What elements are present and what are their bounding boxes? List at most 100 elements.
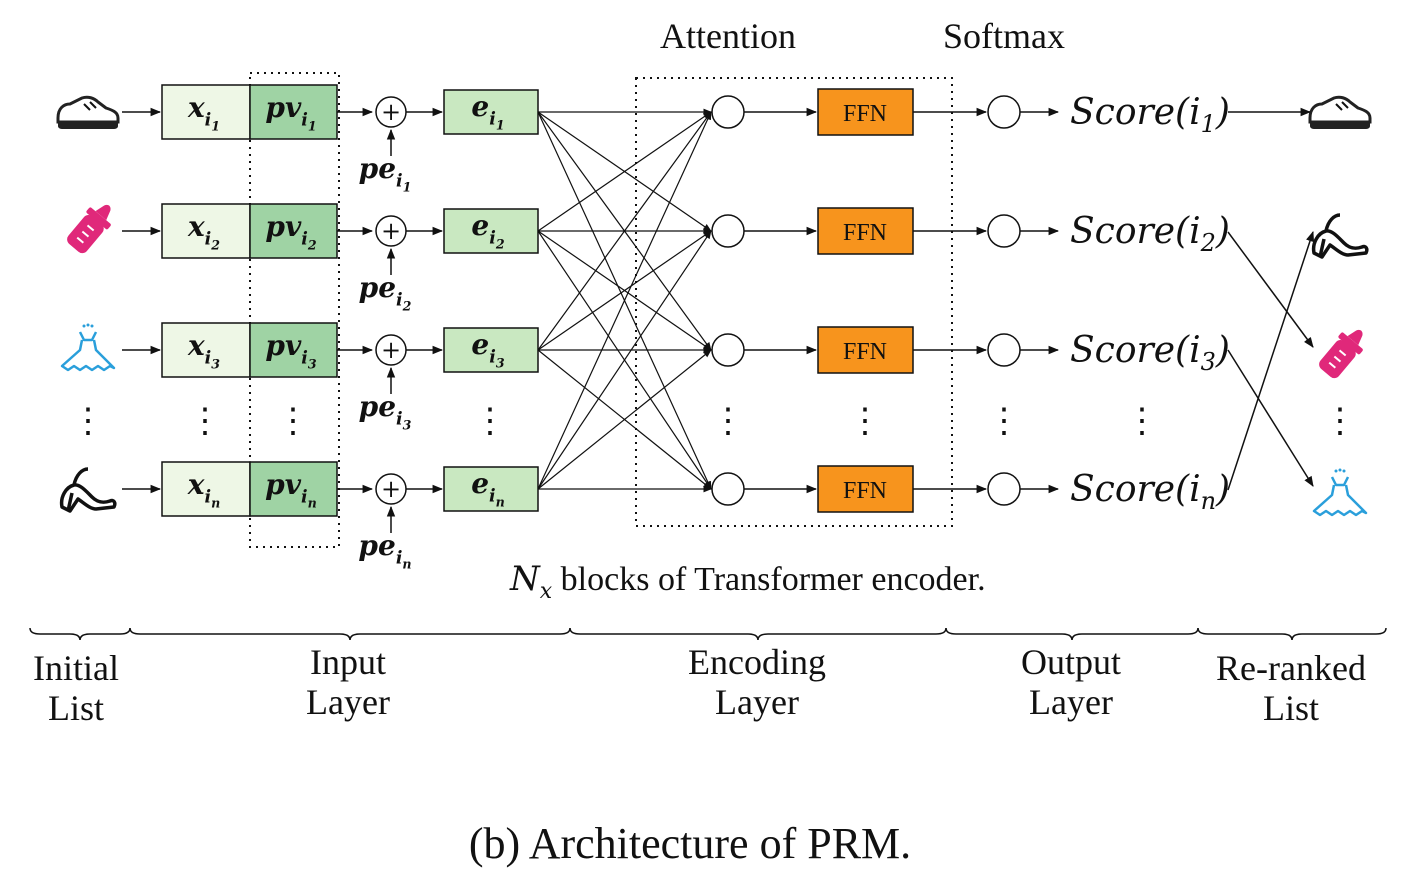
pe-label-base: pe <box>359 271 396 304</box>
pe-label-index: n <box>402 556 411 571</box>
pv-label-base: pv <box>265 329 302 362</box>
pv-box <box>249 322 338 378</box>
pv-label-index: 1 <box>308 118 317 133</box>
attention-node <box>711 214 745 248</box>
bottle-mark <box>1328 361 1336 369</box>
x-label-index: 3 <box>211 356 220 371</box>
plus-sign: + <box>381 98 401 126</box>
section-brace <box>945 627 1199 641</box>
pv-label-index: 3 <box>308 356 317 371</box>
rerank-connections <box>1227 107 1315 491</box>
ellipsis-dots: ⋮ <box>711 401 745 441</box>
attention-edge <box>537 230 712 490</box>
score-label: Score(in) <box>1070 469 1230 515</box>
section-label-line2: List <box>48 688 104 728</box>
bottle-ring <box>86 207 111 230</box>
e-label: ei2 <box>471 209 504 251</box>
pe-label-index: 2 <box>402 298 412 313</box>
bottle-nipple <box>1347 329 1363 346</box>
pe-label-base: pe <box>359 152 396 185</box>
score-close: ) <box>1215 211 1230 252</box>
sneaker-outline <box>1308 95 1372 124</box>
score-index: 3 <box>1201 348 1216 376</box>
dress-dot <box>82 324 86 328</box>
softmax-header: Softmax <box>943 16 1065 56</box>
rerank-edge <box>1227 231 1315 491</box>
section-label-line1: Re-ranked <box>1216 648 1366 688</box>
ellipsis-dots: ⋮ <box>276 401 310 441</box>
sneaker-icon <box>1308 95 1372 129</box>
ellipsis-dots: ⋮ <box>1323 401 1357 441</box>
x-label-index: 1 <box>211 118 220 133</box>
section-brace <box>29 627 131 641</box>
pv-label-index: 2 <box>307 237 317 252</box>
pv-label-sub: i <box>301 487 308 507</box>
sneaker-lace <box>83 103 91 111</box>
ellipsis-dots: ⋮ <box>473 401 507 441</box>
heel-top <box>72 467 89 486</box>
section-braces: InitialListInputLayerEncodingLayerOutput… <box>29 627 1387 728</box>
e-label-sub: i <box>489 486 496 506</box>
e-label-sub: i <box>489 347 496 367</box>
bottle-mark <box>1338 349 1347 357</box>
plus-sign: + <box>381 475 401 503</box>
x-label-sub: i <box>205 110 212 130</box>
attention-edge <box>537 349 712 490</box>
section-label-line2: Layer <box>306 682 390 722</box>
score-label: Score(i3) <box>1070 330 1230 376</box>
x-box <box>161 322 251 378</box>
heel-top <box>1324 213 1341 232</box>
pv-label: pvi1 <box>265 91 316 133</box>
section-label-line1: Input <box>310 642 386 682</box>
attention-edge <box>537 230 712 351</box>
e-box <box>443 208 539 254</box>
pe-label: pei2 <box>359 271 412 313</box>
plus-sign: + <box>381 217 401 245</box>
pe-label-sub: i <box>396 171 403 191</box>
sneaker-lace <box>1341 101 1349 109</box>
e-box <box>443 89 539 135</box>
dress-outline <box>60 331 116 372</box>
pe-label-index: 1 <box>403 179 412 194</box>
pv-label-base: pv <box>265 468 302 501</box>
baby-bottle-icon <box>1319 329 1363 379</box>
score-i: i <box>1189 330 1201 371</box>
score-text: Score( <box>1070 92 1190 133</box>
score-close: ) <box>1215 469 1230 510</box>
pv-label-sub: i <box>301 110 308 130</box>
pe-label: pein <box>358 529 411 571</box>
section-label-line2: Layer <box>1029 682 1113 722</box>
pv-label-sub: i <box>301 348 308 368</box>
pv-label-index: n <box>308 495 317 510</box>
e-label: ei3 <box>471 328 504 370</box>
dress-dot <box>1342 469 1346 473</box>
e-label-index: n <box>496 494 505 509</box>
pe-label: pei3 <box>359 390 412 432</box>
ffn-box <box>817 88 914 136</box>
sneaker-outline <box>56 95 120 124</box>
pv-box <box>249 461 338 517</box>
pv-label: pvi2 <box>265 210 316 252</box>
dress-dot <box>90 324 94 328</box>
x-label: xi3 <box>187 329 220 371</box>
ellipsis-dots: ⋮ <box>848 401 882 441</box>
attention-node <box>711 95 745 129</box>
high-heel-icon <box>1311 213 1369 259</box>
score-text: Score( <box>1070 330 1190 371</box>
bottle-mark <box>81 230 90 238</box>
score-index: 1 <box>1201 110 1216 138</box>
section-label-line1: Output <box>1021 642 1121 682</box>
e-label-sub: i <box>489 109 496 129</box>
section-brace <box>129 627 571 641</box>
x-label-sub: i <box>205 348 212 368</box>
pv-label: pvi3 <box>265 329 316 371</box>
pe-label-sub: i <box>396 548 403 568</box>
encoder-caption-sub: x <box>540 579 553 604</box>
bottle-ring <box>1338 332 1363 355</box>
section-brace <box>1197 627 1387 641</box>
e-label-index: 2 <box>495 236 505 251</box>
dress-dot <box>86 323 90 327</box>
heel-outline <box>59 483 117 513</box>
